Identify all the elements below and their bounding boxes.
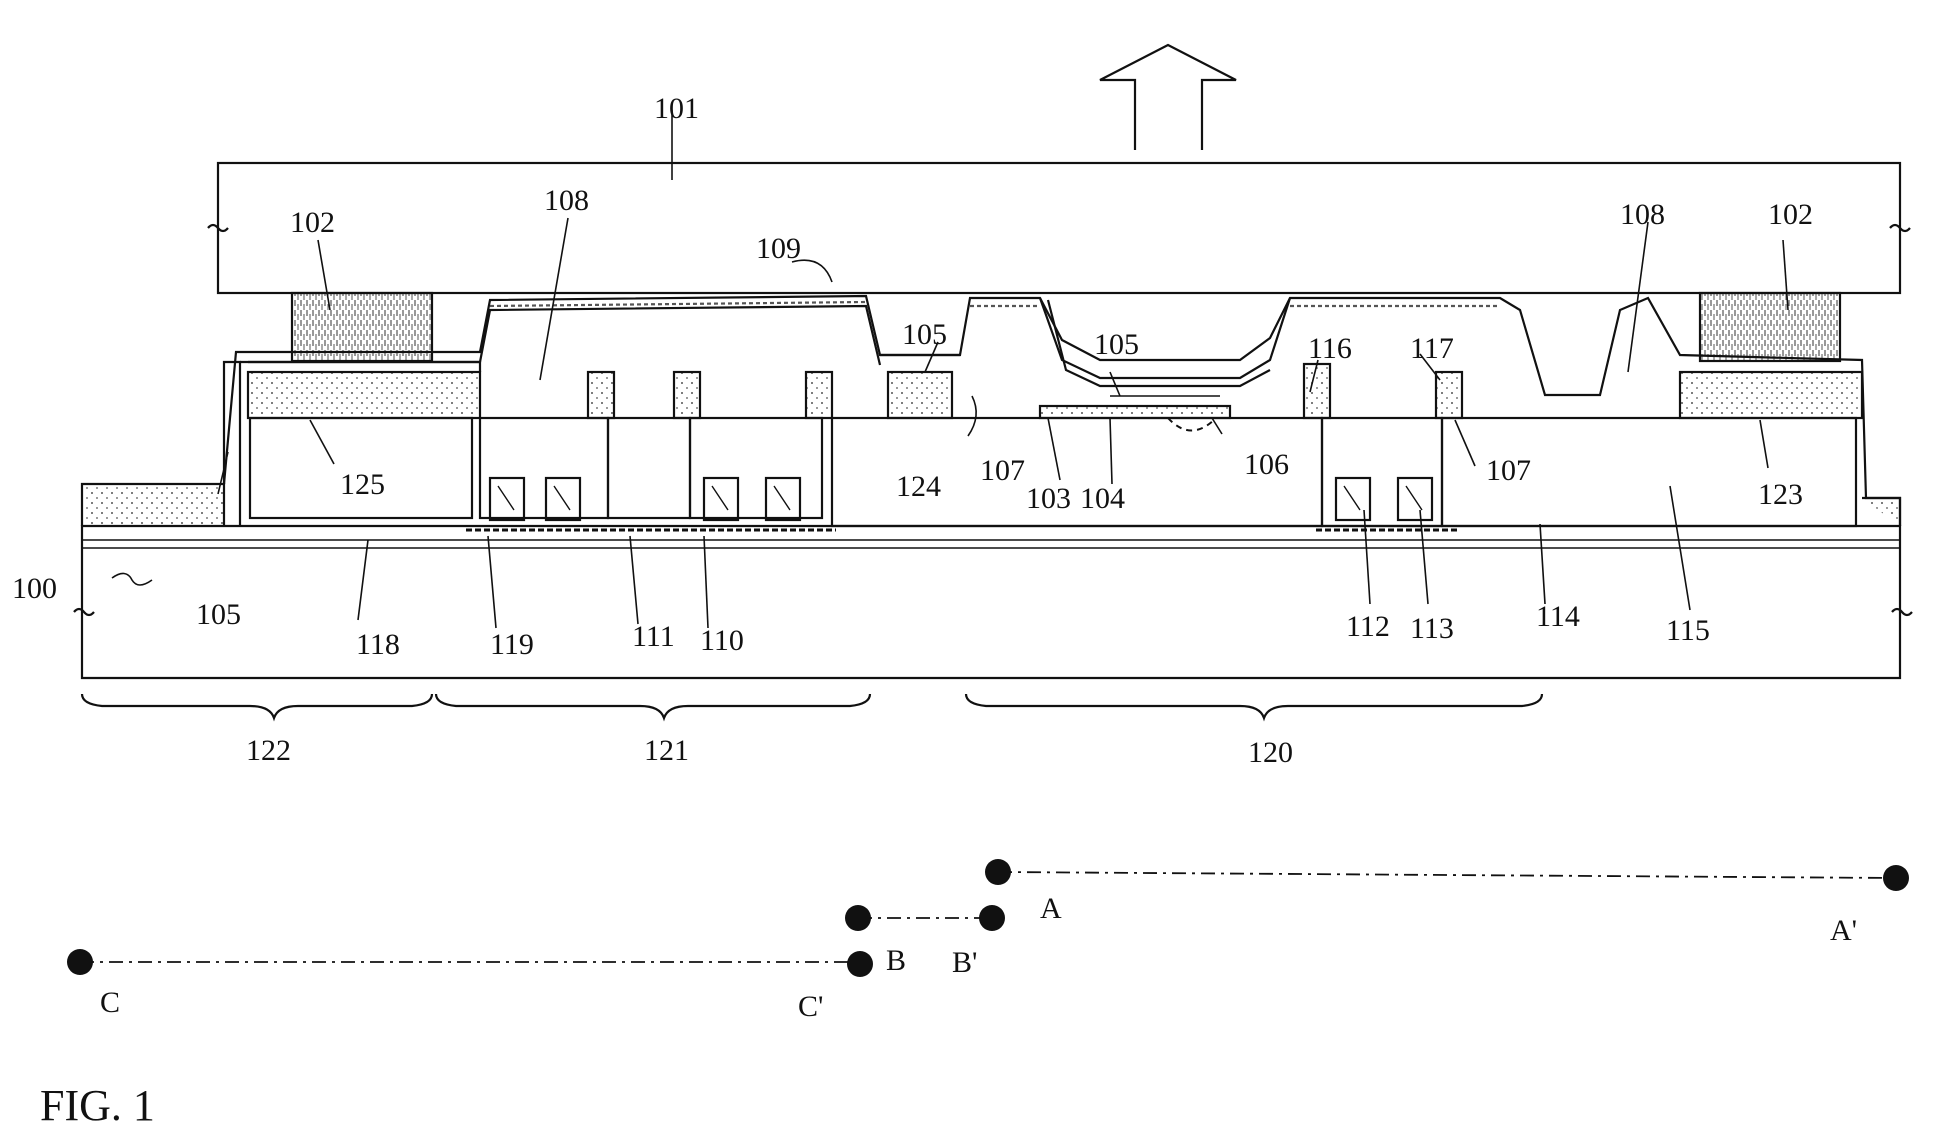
label-102-right: 102 xyxy=(1768,198,1813,231)
section-label-c: C xyxy=(100,986,120,1019)
label-116: 116 xyxy=(1308,332,1352,365)
figure-caption: FIG. 1 xyxy=(40,1081,155,1130)
section-label-b-prime: B' xyxy=(952,946,977,979)
point-b-prime xyxy=(979,905,1005,931)
emission-arrow xyxy=(1100,45,1236,150)
point-b xyxy=(845,905,871,931)
section-line-a xyxy=(998,872,1896,878)
section-label-c-prime: C' xyxy=(798,990,823,1023)
label-107-center: 107 xyxy=(980,454,1025,487)
section-label-a: A xyxy=(1040,892,1062,925)
label-102-left: 102 xyxy=(290,206,335,239)
sealant-left xyxy=(292,293,432,361)
point-a-prime xyxy=(1883,865,1909,891)
label-117: 117 xyxy=(1410,332,1454,365)
sealant-right xyxy=(1700,293,1840,361)
brace-121 xyxy=(436,694,870,718)
element-substrate xyxy=(82,526,1900,678)
point-c-prime xyxy=(847,951,873,977)
label-112: 112 xyxy=(1346,610,1390,643)
label-115: 115 xyxy=(1666,614,1710,647)
label-107-right: 107 xyxy=(1486,454,1531,487)
label-108-right: 108 xyxy=(1620,198,1665,231)
label-108-left: 108 xyxy=(544,184,589,217)
label-105-center: 105 xyxy=(1094,328,1139,361)
label-104: 104 xyxy=(1080,482,1125,515)
section-label-b: B xyxy=(886,944,906,977)
point-c xyxy=(67,949,93,975)
label-118: 118 xyxy=(356,628,400,661)
label-105-left: 105 xyxy=(196,598,241,631)
label-122: 122 xyxy=(246,734,291,767)
label-105-center-left: 105 xyxy=(902,318,947,351)
label-119: 119 xyxy=(490,628,534,661)
brace-122 xyxy=(82,694,432,718)
label-103: 103 xyxy=(1026,482,1071,515)
section-label-a-prime: A' xyxy=(1830,914,1857,947)
label-106: 106 xyxy=(1244,448,1289,481)
label-113: 113 xyxy=(1410,612,1454,645)
label-125: 125 xyxy=(340,468,385,501)
label-114: 114 xyxy=(1536,600,1580,633)
label-100: 100 xyxy=(12,572,57,605)
label-101: 101 xyxy=(654,92,699,125)
label-111: 111 xyxy=(632,620,675,653)
point-a xyxy=(985,859,1011,885)
label-121: 121 xyxy=(644,734,689,767)
label-120: 120 xyxy=(1248,736,1293,769)
label-110: 110 xyxy=(700,624,744,657)
brace-120 xyxy=(966,694,1542,718)
label-109: 109 xyxy=(756,232,801,265)
label-124: 124 xyxy=(896,470,941,503)
label-123: 123 xyxy=(1758,478,1803,511)
